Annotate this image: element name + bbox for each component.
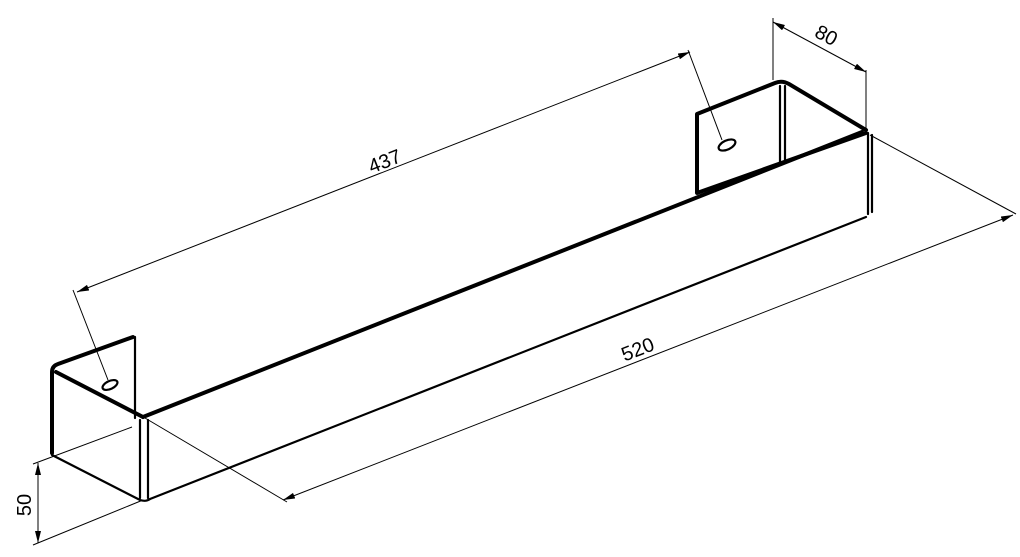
- dimension-50: 50: [14, 426, 144, 546]
- left-wall-top-edge: [54, 370, 145, 419]
- front-corner-edges: [138, 418, 150, 500]
- right-inner-corner: [778, 84, 787, 167]
- dimension-520: 520: [144, 134, 1017, 503]
- dimension-label-520: 520: [618, 334, 657, 367]
- right-mounting-slot: [717, 138, 737, 152]
- dimension-80: 80: [772, 18, 867, 130]
- right-inner-bottom-edge: [695, 131, 868, 195]
- right-end-outline: [695, 79, 868, 194]
- dimension-label-437: 437: [365, 146, 404, 179]
- dimension-label-50: 50: [14, 494, 36, 516]
- left-mounting-slot: [101, 378, 119, 392]
- left-bottom-edge: [50, 453, 152, 502]
- dimension-437: 437: [72, 49, 723, 381]
- front-bottom-edge: [148, 215, 868, 501]
- right-front-corner: [866, 131, 874, 216]
- towel-rail-part: [50, 79, 874, 502]
- left-end-outline: [50, 335, 135, 455]
- dimension-label-80: 80: [811, 21, 841, 51]
